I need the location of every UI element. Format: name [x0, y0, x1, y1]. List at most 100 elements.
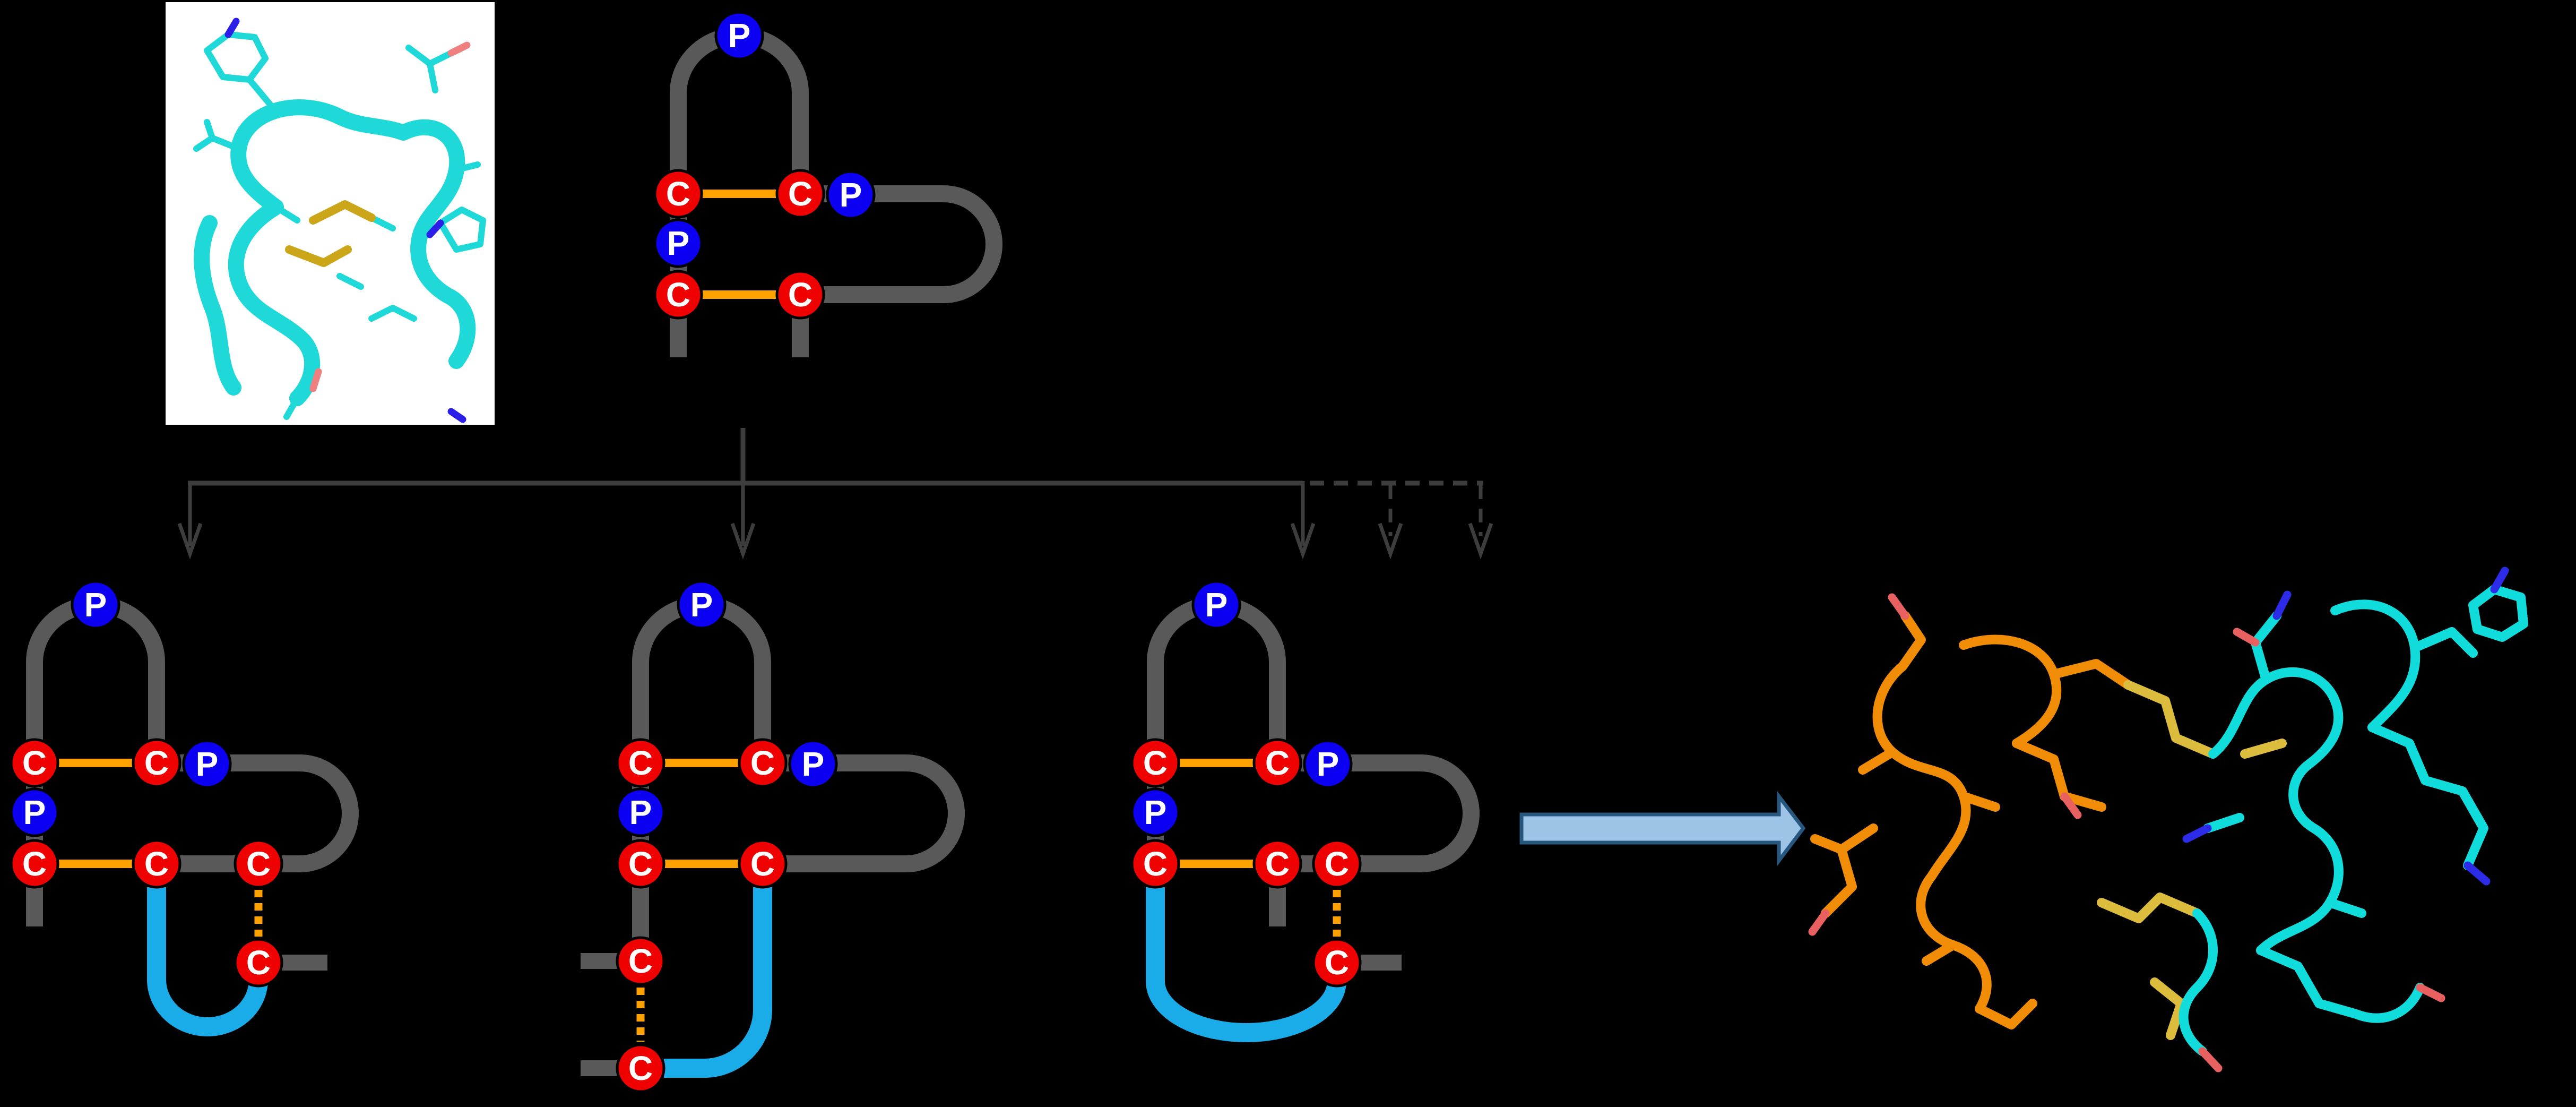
svg-text:C: C — [144, 845, 169, 883]
oxygen-tip — [1888, 593, 1909, 620]
nitrogen-tip — [224, 18, 240, 38]
orange-side-chain — [1810, 823, 1878, 918]
cysteine-node: C — [738, 738, 788, 788]
cysteine-node: C — [775, 270, 825, 320]
svg-text:P: P — [84, 586, 107, 624]
disulfide-stick — [2150, 977, 2186, 1040]
svg-text:P: P — [690, 586, 713, 624]
cysteine-node: C — [1312, 839, 1362, 889]
cysteine-node: C — [234, 839, 283, 889]
oxygen-tip — [447, 41, 471, 57]
cysteine-node: C — [1130, 738, 1180, 788]
arrow-head — [1290, 522, 1316, 560]
oxygen-tip — [309, 368, 322, 392]
arrow-head — [1378, 522, 1403, 560]
orange-chain — [1959, 634, 2062, 748]
proline-node: P — [1191, 580, 1241, 630]
svg-text:C: C — [666, 276, 690, 314]
precursor-structure-image — [166, 2, 495, 425]
nitrogen-tip — [2490, 567, 2509, 594]
cysteine-node: C — [1312, 938, 1362, 988]
svg-text:C: C — [1325, 845, 1349, 883]
svg-text:C: C — [144, 744, 169, 782]
svg-text:C: C — [246, 845, 271, 883]
svg-text:P: P — [196, 745, 219, 783]
svg-text:P: P — [840, 176, 862, 214]
cyan-side-chain — [2367, 723, 2488, 870]
protein-ribbon — [228, 99, 348, 406]
right-loop-backbone — [157, 754, 359, 872]
orange-side-chain — [1898, 611, 1958, 966]
cysteine-node: C — [1252, 839, 1302, 889]
side-chain-ring — [437, 207, 486, 253]
nitrogen-tip — [2272, 590, 2292, 620]
oxygen-tip — [2060, 792, 2082, 819]
proline-node: P — [653, 218, 703, 268]
cyan-side-chain — [2203, 813, 2366, 918]
svg-text:C: C — [1325, 943, 1349, 982]
precursor-schematic: P C C P P C C — [653, 11, 1002, 357]
svg-text:C: C — [788, 175, 812, 213]
disulfide-stick — [2240, 739, 2287, 759]
orange-side-chain — [2012, 739, 2106, 812]
proline-node: P — [616, 787, 665, 837]
svg-text:C: C — [788, 276, 812, 314]
cysteine-node: C — [616, 936, 665, 986]
cysteine-node: C — [1130, 839, 1180, 889]
svg-text:C: C — [666, 175, 690, 213]
svg-text:C: C — [1143, 845, 1168, 883]
svg-text:P: P — [1205, 586, 1228, 624]
nitrogen-tip — [2182, 824, 2212, 843]
right-arrow-shape — [1519, 791, 1806, 866]
cyan-chain — [2330, 599, 2421, 732]
cysteine-node: C — [1252, 738, 1302, 788]
proline-node: P — [826, 170, 876, 220]
svg-text:P: P — [629, 793, 652, 831]
protein-ribbon — [332, 109, 476, 369]
orange-chain — [1872, 662, 1971, 881]
new-loop — [664, 887, 772, 1078]
disulfide-stick — [285, 245, 352, 267]
cysteine-node: C — [10, 839, 59, 889]
arrow-head — [1468, 522, 1493, 560]
cyan-chain — [2179, 908, 2218, 1056]
nitrogen-tip — [426, 219, 444, 238]
hairpin-backbone — [632, 596, 771, 961]
orange-side-chain — [1858, 749, 2037, 1029]
branch-arrows — [177, 428, 1493, 560]
svg-text:C: C — [628, 942, 653, 980]
proline-node: P — [714, 11, 764, 61]
right-loop-backbone — [800, 185, 1002, 303]
oxygen-tip — [1808, 909, 1830, 936]
proline-node: P — [182, 739, 232, 789]
cysteine-node: C — [234, 938, 283, 988]
cysteine-node: C — [653, 169, 703, 219]
arrow-head — [730, 522, 756, 560]
oxygen-tip — [2233, 628, 2260, 647]
disulfide-stick — [309, 200, 376, 225]
svg-text:P: P — [1144, 793, 1167, 831]
cysteine-node: C — [132, 839, 181, 889]
svg-text:P: P — [802, 745, 825, 783]
side-chain — [405, 45, 454, 93]
svg-text:P: P — [1317, 745, 1339, 783]
cysteine-node: C — [738, 839, 788, 889]
new-loop — [1146, 887, 1346, 1042]
svg-text:C: C — [22, 845, 47, 883]
new-loop — [147, 887, 268, 1036]
svg-text:C: C — [628, 1049, 653, 1087]
disulfide-stick — [2097, 893, 2202, 923]
cysteine-node: C — [132, 738, 181, 788]
svg-text:C: C — [628, 845, 653, 883]
cysteine-node: C — [10, 738, 59, 788]
svg-text:C: C — [1265, 845, 1290, 883]
product-structure-image — [1808, 567, 2528, 1072]
right-loop-backbone — [763, 754, 965, 872]
cysteine-node: C — [775, 169, 825, 219]
proline-node: P — [788, 739, 838, 789]
svg-text:P: P — [728, 16, 751, 55]
proline-node: P — [71, 580, 120, 630]
svg-text:C: C — [628, 744, 653, 782]
cysteine-node: C — [616, 1043, 665, 1093]
